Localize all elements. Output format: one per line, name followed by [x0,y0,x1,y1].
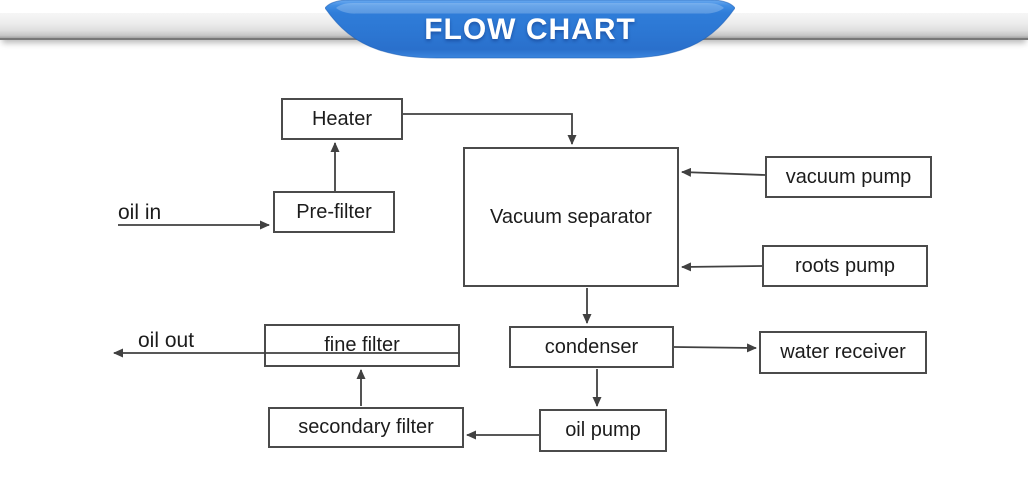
node-oil-pump: oil pump [539,409,667,452]
page-title: FLOW CHART [424,13,636,46]
node-water-receiver: water receiver [759,331,927,374]
edge-heater-vacuum-separator [403,113,577,145]
node-condenser: condenser [509,326,674,368]
oil-in-label: oil in [118,201,162,224]
node-fine-filter: fine filter [264,324,460,367]
ribbon-shape [325,0,735,59]
edge-condenser-water-receiver [673,343,757,353]
node-secondary-filter: secondary filter [268,407,464,448]
node-roots-pump: roots pump [762,245,928,287]
node-vacuum-pump: vacuum pump [765,156,932,198]
edge-vacuum-pump-vacuum-separator [681,167,766,177]
ribbon-banner [325,0,735,62]
edge-roots-pump-vacuum-separator [681,262,763,272]
node-pre-filter: Pre-filter [273,191,395,233]
oil-out-label: oil out [138,329,195,352]
node-heater: Heater [281,98,403,140]
node-vacuum-separator: Vacuum separator [463,147,679,287]
